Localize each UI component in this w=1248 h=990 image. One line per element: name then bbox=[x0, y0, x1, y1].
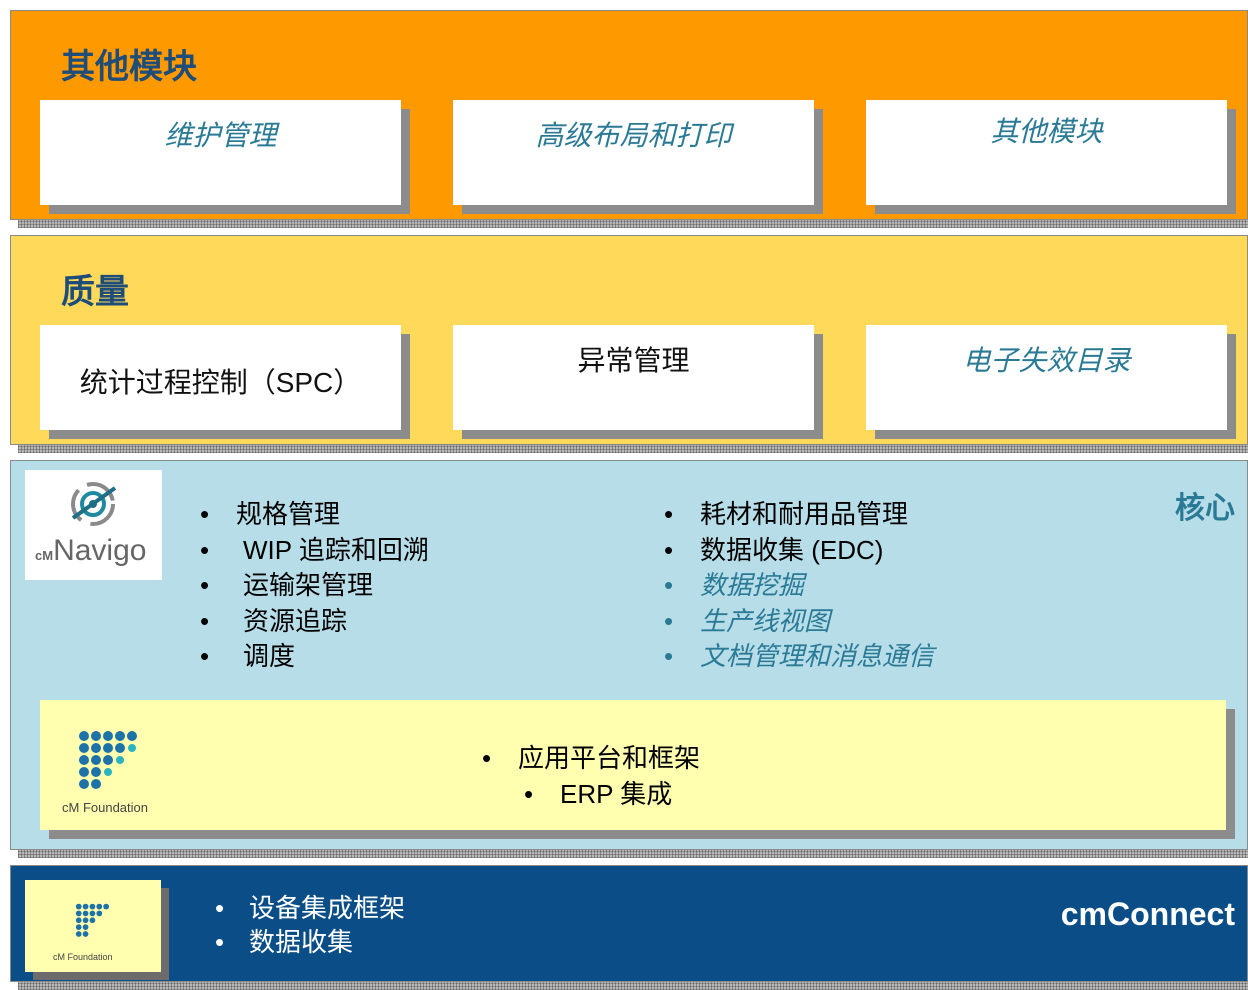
list-item: •数据挖掘 bbox=[664, 570, 805, 600]
core-left-list: •规格管理 •WIP 追踪和回溯 •运输架管理 •资源追踪 •调度 bbox=[200, 497, 500, 675]
efailure-label: 电子失效目录 bbox=[962, 345, 1131, 376]
cmconnect-logo-box: cM Foundation bbox=[25, 880, 161, 972]
list-item: •数据收集 bbox=[215, 927, 354, 957]
list-item: •生产线视图 bbox=[664, 605, 831, 636]
cmconnect-list: •设备集成框架 •数据收集 bbox=[215, 891, 515, 959]
foundation-small-icon bbox=[75, 903, 109, 937]
cmnavigo-logo: cMNavigo bbox=[25, 470, 162, 580]
list-item: •调度 bbox=[200, 641, 296, 671]
advanced-layout-card: 高级布局和打印 bbox=[453, 100, 814, 205]
efailure-card: 电子失效目录 bbox=[866, 325, 1227, 430]
list-item: •设备集成框架 bbox=[215, 893, 406, 923]
quality-shadow bbox=[18, 445, 1248, 453]
cmconnect-band: cmConnect bbox=[10, 865, 1248, 982]
navigo-logo-text: Navigo bbox=[53, 534, 147, 567]
navigo-emblem-icon bbox=[71, 482, 117, 526]
core-title: 核心 bbox=[1175, 492, 1235, 525]
advanced-layout-label: 高级布局和打印 bbox=[535, 120, 732, 151]
list-item: •资源追踪 bbox=[200, 605, 348, 636]
list-item: •运输架管理 bbox=[200, 570, 374, 600]
list-item: •WIP 追踪和回溯 bbox=[200, 534, 429, 565]
foundation-logo-text: cM Foundation bbox=[62, 800, 148, 815]
list-item: •ERP 集成 bbox=[524, 778, 673, 809]
core-shadow bbox=[18, 850, 1248, 858]
other-modules-card-label: 其他模块 bbox=[990, 116, 1103, 147]
spc-label: 统计过程控制（SPC） bbox=[79, 367, 362, 398]
list-item: •耗材和耐用品管理 bbox=[664, 499, 909, 529]
core-right-list: •耗材和耐用品管理 •数据收集 (EDC) •数据挖掘 •生产线视图 •文档管理… bbox=[664, 497, 1024, 675]
list-item: •文档管理和消息通信 bbox=[664, 641, 935, 671]
other-modules-title: 其他模块 bbox=[61, 48, 197, 86]
exception-card: 异常管理 bbox=[453, 325, 814, 430]
list-item: •应用平台和框架 bbox=[482, 743, 701, 773]
platform-list: •应用平台和框架 •ERP 集成 bbox=[482, 741, 882, 812]
other-modules-card: 其他模块 bbox=[866, 100, 1227, 205]
quality-title: 质量 bbox=[61, 273, 129, 311]
cmconnect-shadow bbox=[18, 982, 1248, 990]
maintenance-card: 维护管理 bbox=[40, 100, 401, 205]
platform-box: cM Foundation •应用平台和框架 •ERP 集成 bbox=[40, 700, 1226, 830]
navigo-logo-prefix: cM bbox=[35, 548, 54, 563]
maintenance-label: 维护管理 bbox=[164, 120, 277, 151]
other-modules-shadow bbox=[18, 220, 1248, 228]
spc-card: 统计过程控制（SPC） bbox=[40, 325, 401, 430]
exception-label: 异常管理 bbox=[577, 345, 690, 376]
foundation-logo-icon bbox=[79, 731, 137, 789]
foundation-small-logo-text: cM Foundation bbox=[53, 952, 113, 962]
list-item: •数据收集 (EDC) bbox=[664, 534, 884, 565]
list-item: •规格管理 bbox=[200, 499, 341, 529]
cmconnect-title: cmConnect bbox=[1060, 896, 1235, 932]
